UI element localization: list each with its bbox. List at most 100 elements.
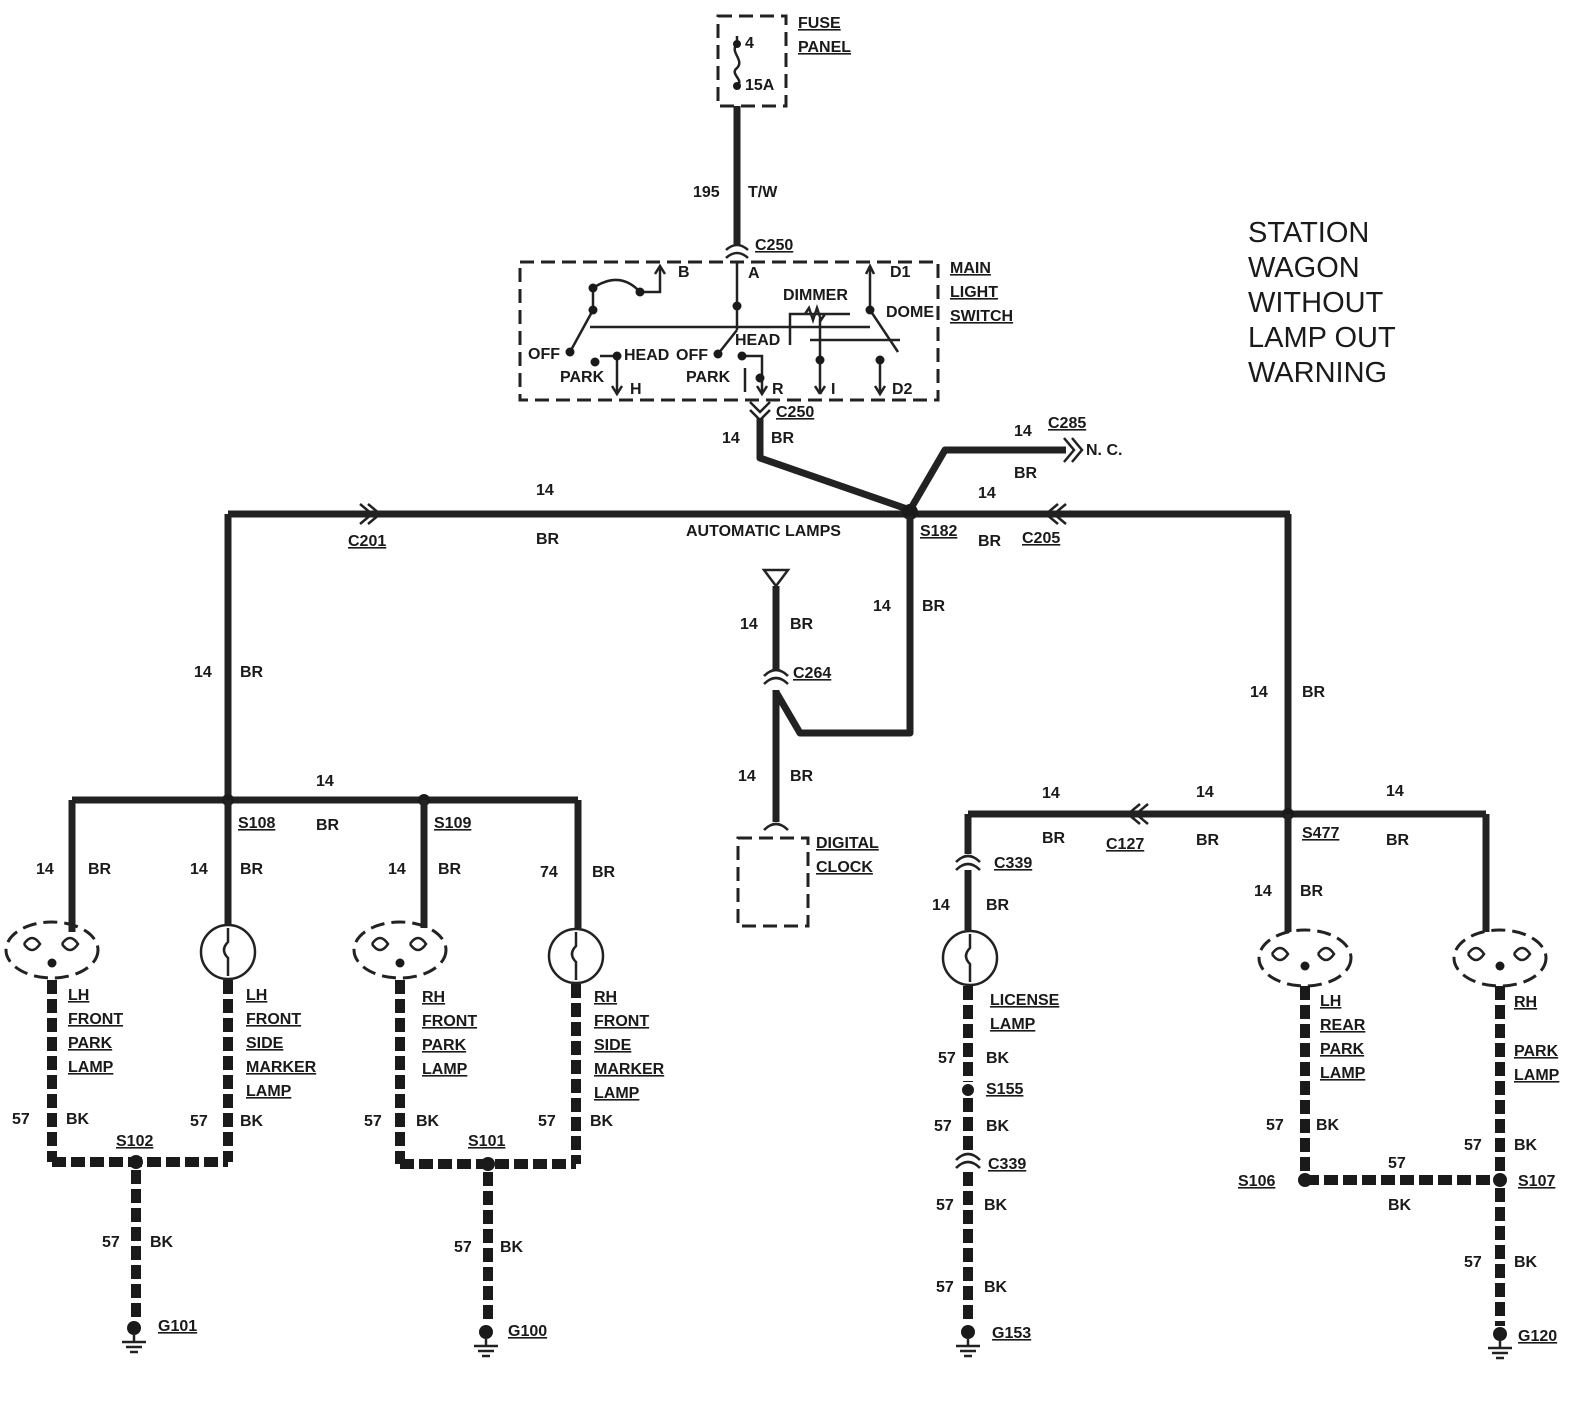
c250-top-label: C250	[755, 237, 793, 254]
fuse-panel-box	[716, 14, 788, 108]
bus-left-gauge: 14	[536, 482, 554, 499]
switch-contact-8	[713, 349, 723, 359]
rh-rear-l3: LAMP	[1514, 1067, 1560, 1084]
right-drop-color: BR	[1302, 684, 1326, 701]
connector-c201	[359, 503, 382, 525]
g100-wire-color: BK	[500, 1239, 524, 1256]
splice-s182	[902, 504, 918, 520]
feed-color: T/W	[748, 184, 778, 201]
license-l1: LICENSE	[990, 992, 1060, 1009]
license-gnd-color-4: BK	[984, 1279, 1008, 1296]
c285-color: BR	[1014, 465, 1038, 482]
ground-g101-symbol	[122, 1321, 146, 1354]
switch-contact-5	[590, 357, 600, 367]
lh-side-gnd-gauge: 57	[190, 1113, 208, 1130]
c285-gauge: 14	[1014, 423, 1032, 440]
connector-c250-bottom	[749, 401, 771, 422]
rh-side-l3: SIDE	[594, 1037, 632, 1054]
s109-label: S109	[434, 815, 471, 832]
rh-rear-l2: PARK	[1514, 1043, 1559, 1060]
digital-clock-box	[736, 836, 810, 928]
switch-out-color: BR	[771, 430, 795, 447]
title-line-3: WITHOUT	[1248, 287, 1384, 319]
switch-terminal-h: H	[630, 381, 642, 398]
license-gnd-gauge-3: 57	[936, 1197, 954, 1214]
lh-rear-gnd-color: BK	[1316, 1117, 1340, 1134]
title-line-2: WAGON	[1248, 252, 1360, 284]
main-light-switch-box	[518, 260, 940, 402]
switch-contact-13	[875, 355, 885, 365]
lh-front-park-terminal	[47, 958, 57, 968]
front-bus-color: BR	[316, 817, 340, 834]
switch-contact-7	[732, 301, 742, 311]
lh-front-park-l4: LAMP	[68, 1059, 114, 1076]
switch-terminal-d2: D2	[892, 381, 913, 398]
switch-contact-4	[565, 347, 575, 357]
s477-label: S477	[1302, 825, 1339, 842]
switch-terminal-a: A	[748, 265, 760, 282]
lh-rear-park-lamp-symbol	[1257, 928, 1353, 988]
switch-park-label-1: PARK	[560, 369, 605, 386]
fuse-terminal-top	[733, 40, 741, 48]
rh-side-l4: MARKER	[594, 1061, 665, 1078]
lh-front-park-l3: PARK	[68, 1035, 113, 1052]
rh-side-l1: RH	[594, 989, 617, 1006]
rh-front-park-filaments	[370, 936, 428, 952]
rh-side-color: BR	[592, 864, 616, 881]
switch-off-label-1: OFF	[528, 346, 560, 363]
g120-wire-gauge: 57	[1464, 1254, 1482, 1271]
license-gnd-gauge-2: 57	[934, 1118, 952, 1135]
rh-front-park-l3: PARK	[422, 1037, 467, 1054]
front-bus-gauge: 14	[316, 773, 334, 790]
lh-rear-l4: LAMP	[1320, 1065, 1366, 1082]
switch-out-gauge: 14	[722, 430, 740, 447]
g101-wire-color: BK	[150, 1234, 174, 1251]
rh-rear-park-terminal	[1495, 961, 1505, 971]
g100-wire-gauge: 57	[454, 1239, 472, 1256]
switch-contact-3	[635, 287, 645, 297]
bus-right-gauge: 14	[978, 485, 996, 502]
rh-rear-park-lamp-symbol	[1452, 928, 1548, 988]
rh-front-park-color: BR	[438, 861, 462, 878]
switch-terminal-r: R	[772, 381, 784, 398]
license-gnd-color-3: BK	[984, 1197, 1008, 1214]
license-gnd-color-2: BK	[986, 1118, 1010, 1135]
lh-rear-l1: LH	[1320, 993, 1341, 1010]
connector-c285	[1063, 437, 1084, 463]
s155-label: S155	[986, 1081, 1023, 1098]
rear-bus-gauge-2: 14	[1196, 784, 1214, 801]
switch-arrows	[610, 263, 887, 397]
rear-bus-color-3: BR	[1386, 832, 1410, 849]
wire-s182-to-c285	[906, 446, 1066, 512]
lh-rear-color: BR	[1300, 883, 1324, 900]
g120-label: G120	[1518, 1328, 1557, 1345]
s101-label: S101	[468, 1133, 505, 1150]
connector-c264	[763, 668, 789, 685]
g101-wire-gauge: 57	[102, 1234, 120, 1251]
lh-side-color: BR	[240, 861, 264, 878]
clock-feed-color: BR	[790, 616, 814, 633]
c339-bottom-label: C339	[988, 1156, 1026, 1173]
s108-label: S108	[238, 815, 275, 832]
clock-feed-arrow	[761, 568, 791, 589]
s182-down-color: BR	[922, 598, 946, 615]
rh-side-filament	[570, 932, 578, 980]
switch-contact-2	[588, 305, 598, 315]
rear-bus-gauge-1: 14	[1042, 785, 1060, 802]
feed-gauge: 195	[693, 184, 720, 201]
lh-rear-park-filaments	[1270, 946, 1336, 962]
switch-off-label-2: OFF	[676, 347, 708, 364]
rh-front-park-l1: RH	[422, 989, 445, 1006]
lh-side-l3: SIDE	[246, 1035, 284, 1052]
left-drop-color: BR	[240, 664, 264, 681]
rh-front-park-gauge: 14	[388, 861, 406, 878]
c205-label: C205	[1022, 530, 1060, 547]
switch-head-label-2: HEAD	[735, 332, 780, 349]
c264-label: C264	[793, 665, 831, 682]
rh-side-gauge: 74	[540, 864, 558, 881]
switch-contact-9	[737, 351, 747, 361]
switch-contact-1	[588, 283, 598, 293]
lh-side-gauge: 14	[190, 861, 208, 878]
rear-bus-gauge-3: 14	[1386, 783, 1404, 800]
connector-c250-top	[725, 243, 749, 259]
